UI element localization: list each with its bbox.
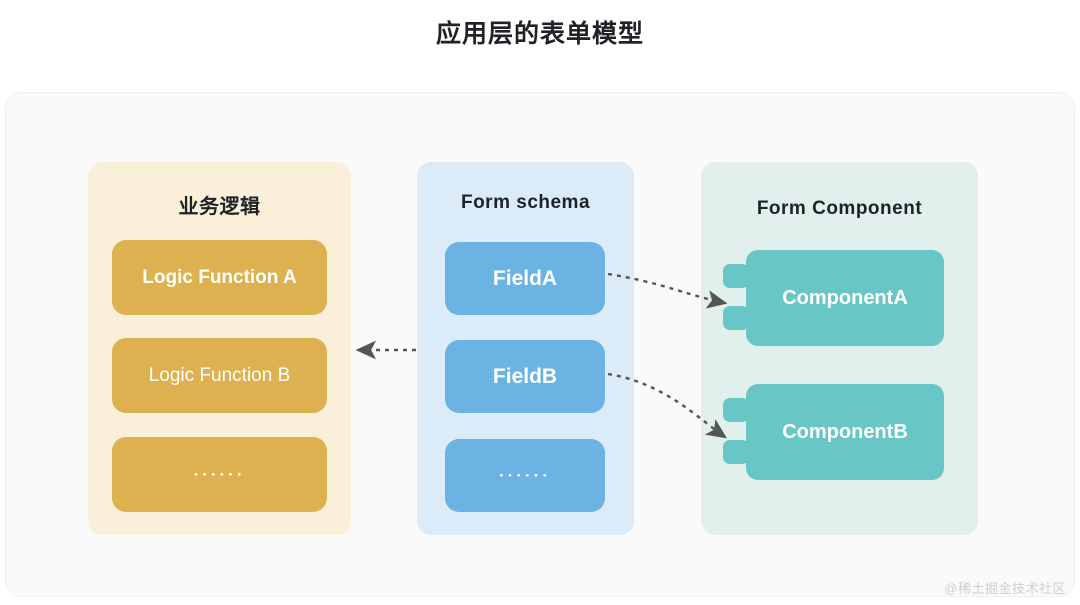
component-a-label: ComponentA bbox=[782, 286, 908, 309]
field-a-box[interactable]: FieldA bbox=[445, 242, 605, 315]
panel-title-form-schema: Form schema bbox=[460, 192, 591, 213]
component-b-label: ComponentB bbox=[782, 420, 908, 443]
field-more-label: ······ bbox=[499, 465, 551, 485]
page-title: 应用层的表单模型 bbox=[435, 20, 644, 48]
panel-title-form-component: Form Component bbox=[756, 198, 923, 219]
component-b-connector-tab-top-icon bbox=[723, 398, 749, 422]
panel-form-component: Form Component ComponentA ComponentB bbox=[701, 162, 978, 535]
panel-title-business-logic: 业务逻辑 bbox=[178, 196, 261, 218]
logic-more-label: ······ bbox=[193, 464, 246, 484]
field-b-label: FieldB bbox=[492, 364, 558, 388]
component-a-connector-tab-bottom-icon bbox=[723, 306, 749, 330]
field-b-box[interactable]: FieldB bbox=[445, 340, 605, 413]
field-more-box[interactable]: ······ bbox=[445, 439, 605, 512]
component-a-box[interactable]: ComponentA bbox=[723, 250, 944, 346]
watermark: @稀土掘金技术社区 bbox=[944, 581, 1066, 596]
component-a-connector-tab-top-icon bbox=[723, 264, 749, 288]
panel-business-logic: 业务逻辑 Logic Function A Logic Function B ·… bbox=[88, 162, 351, 535]
logic-function-b-label: Logic Function B bbox=[148, 364, 291, 386]
component-b-connector-tab-bottom-icon bbox=[723, 440, 749, 464]
logic-function-a-label: Logic Function A bbox=[142, 266, 297, 288]
panel-form-schema: Form schema FieldA FieldB ······ bbox=[417, 162, 634, 535]
component-b-box[interactable]: ComponentB bbox=[723, 384, 944, 480]
logic-more-box[interactable]: ······ bbox=[112, 437, 327, 512]
field-a-label: FieldA bbox=[492, 266, 558, 290]
logic-function-a-box[interactable]: Logic Function A bbox=[112, 240, 327, 315]
logic-function-b-box[interactable]: Logic Function B bbox=[112, 338, 327, 413]
